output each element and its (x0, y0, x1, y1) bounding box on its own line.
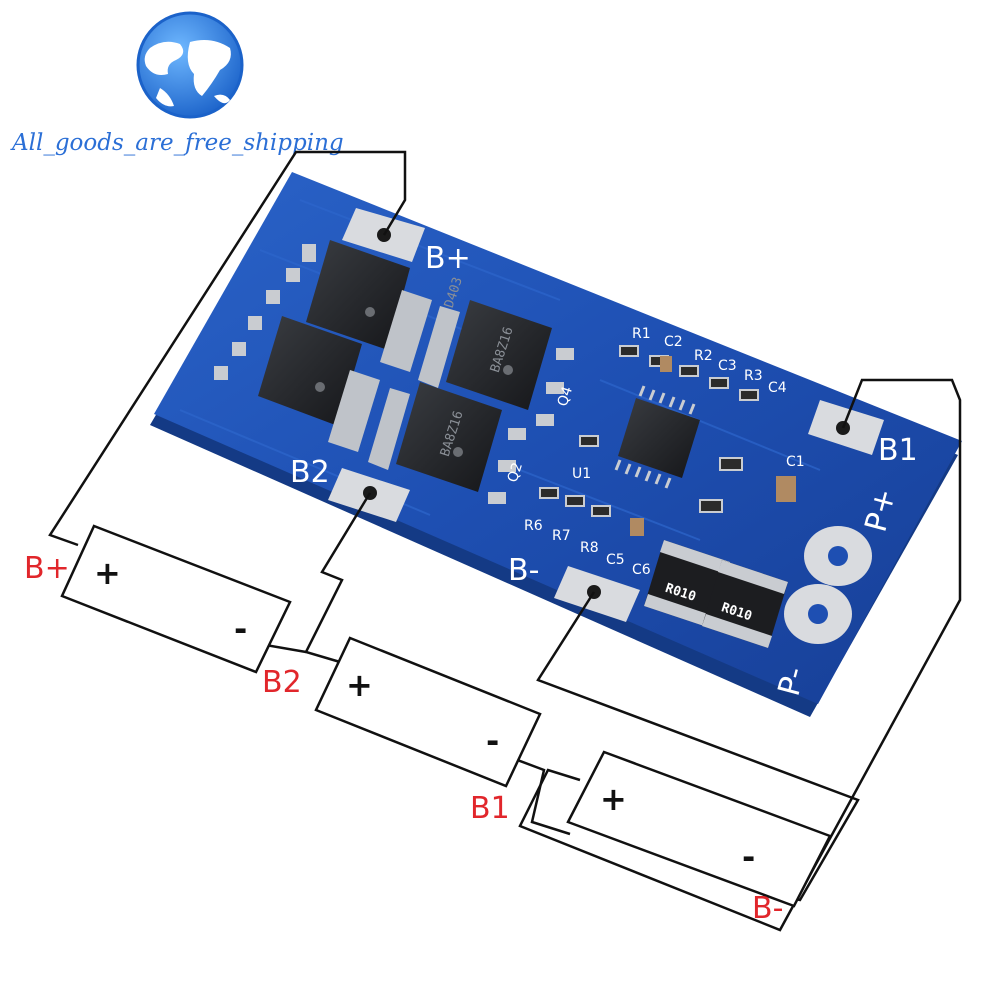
wire-label-b2: B2 (262, 665, 302, 700)
label-u1: U1 (572, 466, 591, 482)
bms-board: B+ B2 B1 B- P+ P- (150, 172, 962, 717)
label-r6: R6 (524, 518, 543, 534)
mosfet-q3 (214, 316, 362, 426)
pad-label-b1: B1 (878, 433, 918, 468)
wire-label-b-plus: B+ (24, 551, 70, 586)
globe-icon (136, 11, 244, 119)
label-c5: C5 (606, 552, 625, 568)
pad-label-b-plus: B+ (425, 241, 471, 276)
label-c3: C3 (718, 358, 737, 374)
battery-3-plus: + (600, 780, 627, 818)
shop-logo: All_goods_are_free_shipping (10, 11, 344, 156)
label-r7: R7 (552, 528, 571, 544)
wire-link-2 (495, 750, 571, 836)
label-c2: C2 (664, 334, 683, 350)
battery-1-minus: - (234, 610, 247, 648)
battery-3: + - (566, 750, 832, 908)
sense-resistor-2: R010 (702, 560, 788, 648)
label-r3: R3 (744, 368, 763, 384)
label-r1: R1 (632, 326, 651, 342)
battery-2-minus: - (486, 722, 499, 760)
battery-2: + - (314, 636, 542, 788)
mosfet-q2: Q2 (396, 382, 526, 504)
label-c6: C6 (632, 562, 651, 578)
mosfet-q1 (266, 240, 410, 350)
label-r8: R8 (580, 540, 599, 556)
label-r2: R2 (694, 348, 713, 364)
wire-label-b-minus: B- (752, 891, 783, 926)
pad-b1: B1 (808, 400, 918, 468)
wire-label-b1: B1 (470, 791, 510, 826)
pad-label-b2: B2 (290, 455, 330, 490)
capacitors (630, 356, 796, 536)
mosfet-q4: Q4 (446, 300, 576, 426)
label-c4: C4 (768, 380, 787, 396)
label-c1: C1 (786, 454, 805, 470)
battery-2-plus: + (346, 666, 373, 704)
pad-b-minus: B- (508, 553, 640, 622)
label-q4: Q4 (555, 384, 576, 408)
battery-3-minus: - (742, 838, 755, 876)
pad-label-b-minus: B- (508, 553, 539, 588)
shop-name: All_goods_are_free_shipping (10, 130, 344, 156)
protection-ic: U1 (572, 385, 700, 489)
battery-1: + - (60, 524, 292, 674)
label-q2: Q2 (505, 461, 526, 485)
wire-b-plus (48, 150, 407, 547)
smd-components (539, 345, 759, 517)
wire-b2 (304, 492, 372, 664)
battery-1-plus: + (94, 554, 121, 592)
